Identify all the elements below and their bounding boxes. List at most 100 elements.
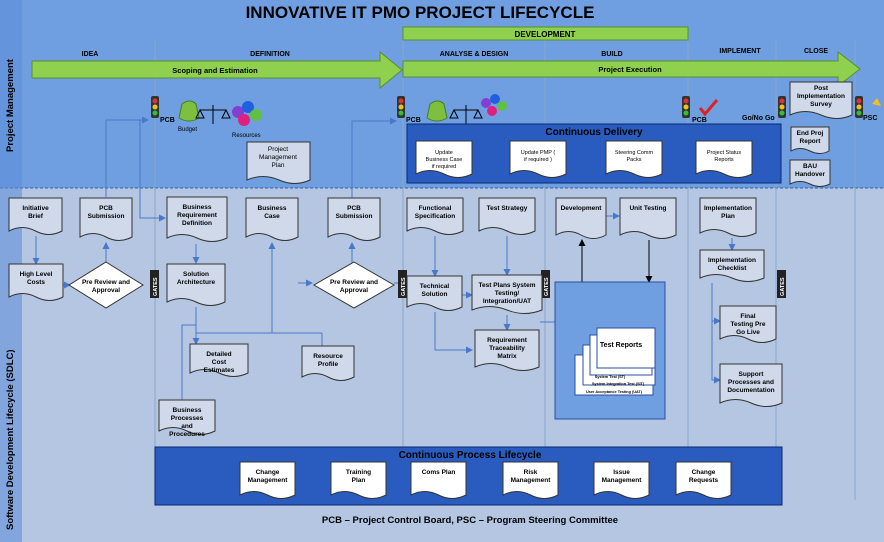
cd-item: Update PMP (if required ) xyxy=(509,140,567,178)
scales-icon xyxy=(195,105,231,124)
decision-shape xyxy=(312,261,396,309)
sdlc-connectors xyxy=(32,116,736,400)
decision-shape xyxy=(68,261,144,309)
phase-implement: IMPLEMENT xyxy=(719,48,761,55)
connector xyxy=(711,321,721,384)
doc-shape xyxy=(166,196,228,242)
swimlane-sdlc: Software Development Lifecycle (SDLC) xyxy=(5,349,16,530)
doc-unit-testing: Unit Testing xyxy=(619,197,677,239)
traffic-light-icon xyxy=(397,96,405,118)
cp-item: Coms Plan xyxy=(410,461,467,499)
execution-arrow xyxy=(402,50,861,88)
gate-marker xyxy=(541,270,550,298)
doc-shape xyxy=(301,345,355,381)
doc-shape xyxy=(327,197,381,241)
doc-shape xyxy=(555,197,607,239)
gate-psc-label: PSC xyxy=(863,115,877,122)
doc-shape xyxy=(239,461,296,499)
connector xyxy=(181,324,196,400)
doc-shape xyxy=(79,197,133,241)
continuous-process-title: Continuous Process Lifecycle xyxy=(399,450,542,461)
doc-text: Test Strategy xyxy=(487,205,528,212)
checkmark-icon xyxy=(698,99,719,117)
gates-label: GATES xyxy=(780,277,786,296)
doc-shape xyxy=(158,399,216,435)
development-label: DEVELOPMENT xyxy=(515,30,576,39)
gate-marker xyxy=(150,270,159,298)
phase-build: BUILD xyxy=(601,51,622,58)
phase-definition: DEFINITION xyxy=(250,51,290,58)
money-bag-icon xyxy=(426,100,448,122)
doc-text: Coms Plan xyxy=(422,469,456,476)
doc-shape xyxy=(502,461,559,499)
doc-shape xyxy=(474,329,540,371)
phase-close: CLOSE xyxy=(804,48,828,55)
go-no-go-label: Go/No Go xyxy=(742,115,775,122)
gates-label: GATES xyxy=(544,277,550,296)
doc-shape xyxy=(593,461,650,499)
doc-text: Development xyxy=(561,205,603,212)
doc-shape xyxy=(675,461,732,499)
diagram-title: INNOVATIVE IT PMO PROJECT LIFECYCLE xyxy=(246,3,595,22)
gates-markers: GATES GATES GATES GATES xyxy=(150,270,786,298)
doc-shape xyxy=(478,197,536,235)
traffic-light-icon xyxy=(151,96,159,118)
doc-shape xyxy=(695,140,753,178)
doc-shape xyxy=(8,263,64,301)
connector xyxy=(105,116,149,197)
continuous-delivery-title: Continuous Delivery xyxy=(545,127,643,138)
sit-label: System Integration Test (SIT) xyxy=(592,382,645,386)
doc-shape xyxy=(719,305,777,343)
phase-idea: IDEA xyxy=(82,51,99,58)
gate-pcb-label: PCB xyxy=(692,117,707,124)
people-group-icon xyxy=(232,101,262,126)
gate-marker xyxy=(398,270,407,298)
people-group-icon xyxy=(481,94,507,116)
uat-label: User Acceptance Testing (UAT) xyxy=(586,390,643,394)
doc-shape xyxy=(406,197,464,235)
footer-legend: PCB – Project Control Board, PSC – Progr… xyxy=(322,515,618,526)
resources-label: Resources xyxy=(232,133,261,139)
scoping-label: Scoping and Estimation xyxy=(172,66,258,75)
